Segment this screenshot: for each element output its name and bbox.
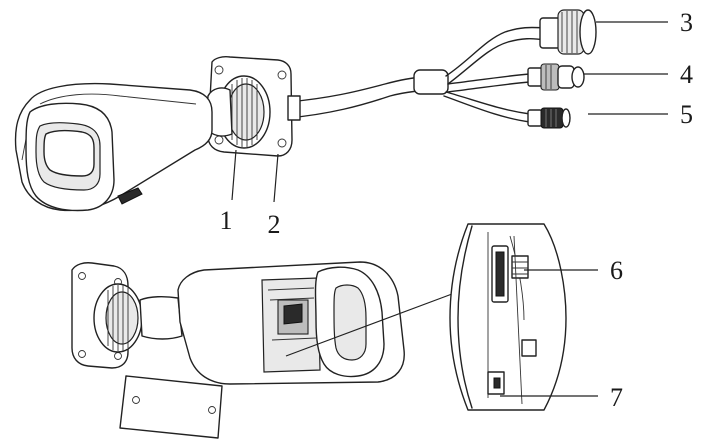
callout-5: 5 <box>680 100 693 129</box>
callout-2: 2 <box>268 210 281 239</box>
removed-cover <box>119 375 223 439</box>
camera-body-bottom <box>177 261 405 385</box>
bottom-camera-assembly <box>71 223 598 439</box>
callout-3: 3 <box>680 8 693 37</box>
camera-body-top <box>14 82 213 212</box>
callout-1: 1 <box>220 206 233 235</box>
callout-4: 4 <box>680 60 693 89</box>
cable-bundle <box>287 26 546 123</box>
audio-connector <box>527 107 571 129</box>
callout-6: 6 <box>610 256 623 285</box>
network-connector <box>539 9 597 55</box>
bottom-adjustment-ring <box>93 283 183 353</box>
callout-7: 7 <box>610 383 623 412</box>
power-connector <box>527 63 585 91</box>
leader-2 <box>273 153 279 203</box>
zoom-guide-line <box>285 293 453 357</box>
detail-magnifier <box>449 223 567 411</box>
top-camera-assembly <box>14 9 668 212</box>
leader-1 <box>231 149 237 201</box>
